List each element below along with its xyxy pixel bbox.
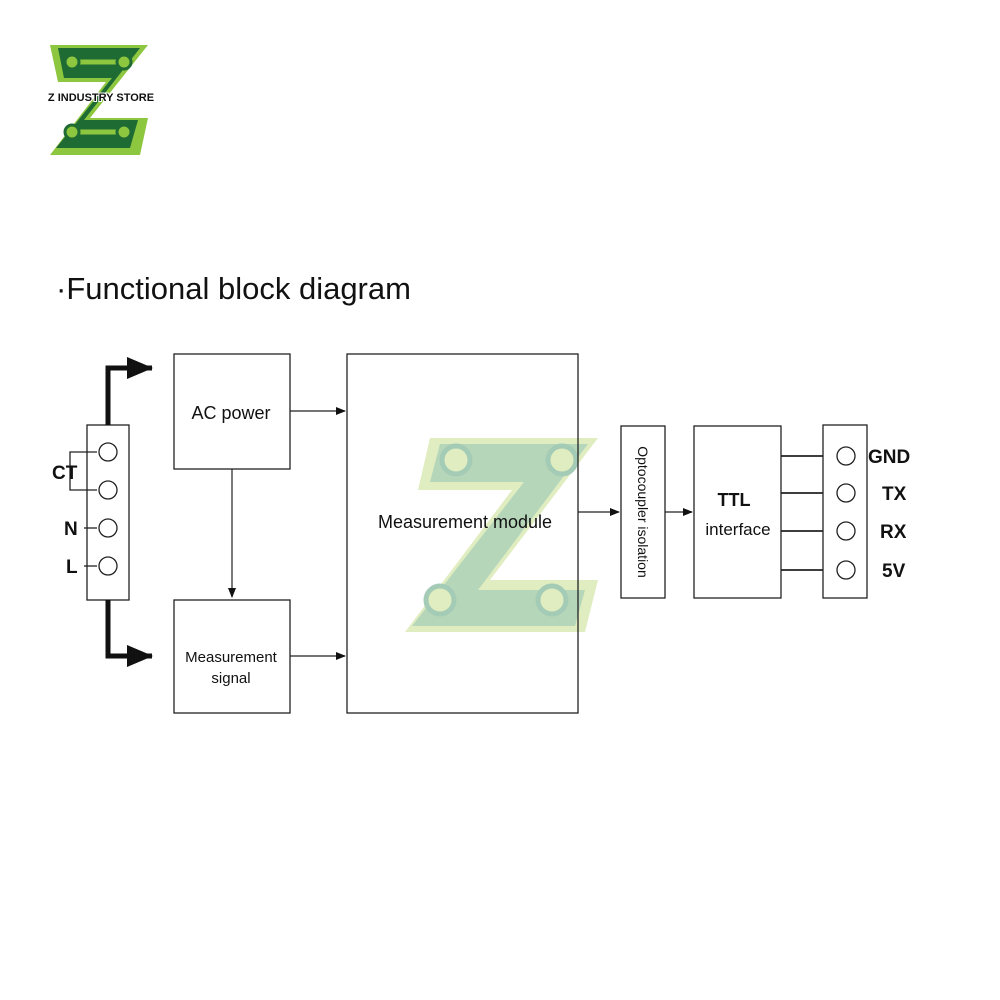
watermark-logo	[405, 438, 598, 632]
output-terminal-block: GND TX RX 5V	[822, 424, 910, 599]
ct-bracket	[69, 451, 97, 491]
terminal-screw-icon	[98, 480, 118, 500]
logo-dot-icon	[115, 53, 133, 71]
title-bullet: ·	[56, 271, 66, 306]
logo-dot-icon	[63, 123, 81, 141]
ac-power-block: AC power	[173, 353, 291, 470]
measurement-module-label: Measurement module	[378, 512, 552, 532]
ttl-interface-block: TTL interface	[693, 425, 782, 599]
ac-power-label: AC power	[191, 403, 270, 423]
optocoupler-label: Optocoupler isolation	[635, 446, 651, 578]
ttl-label-line2: interface	[705, 520, 770, 539]
logo-dot-icon	[63, 53, 81, 71]
input-terminal-block: CT N L	[52, 424, 130, 601]
measurement-signal-label-line2: signal	[211, 670, 250, 687]
terminal-screw-icon	[836, 446, 856, 466]
terminal-screw-icon	[836, 483, 856, 503]
measurement-module-block: Measurement module	[346, 353, 579, 714]
terminal-screw-icon	[98, 442, 118, 462]
logo-z-front	[56, 48, 140, 148]
output-label-5v: 5V	[882, 561, 906, 582]
title-text: Functional block diagram	[66, 271, 411, 306]
terminal-label-ct: CT	[52, 463, 78, 484]
terminal-label-l: L	[66, 557, 78, 578]
measurement-signal-block: Measurement signal	[173, 599, 291, 714]
thick-arrow-to-measurement-signal	[105, 600, 153, 667]
diagram-title: ·Functional block diagram	[56, 271, 411, 306]
output-label-rx: RX	[880, 522, 907, 543]
ttl-label-line1: TTL	[718, 490, 751, 510]
brand-logo: Z INDUSTRY STORE	[47, 45, 155, 155]
terminal-screw-icon	[836, 521, 856, 541]
optocoupler-block: Optocoupler isolation	[620, 425, 666, 599]
terminal-screw-icon	[836, 560, 856, 580]
terminal-screw-icon	[98, 556, 118, 576]
terminal-label-n: N	[64, 519, 78, 540]
logo-brand-text: Z INDUSTRY STORE	[48, 92, 154, 104]
terminal-screw-icon	[98, 518, 118, 538]
output-label-gnd: GND	[868, 447, 910, 468]
output-label-tx: TX	[882, 484, 907, 505]
thick-arrow-to-ac-power	[105, 357, 153, 425]
measurement-signal-label-line1: Measurement	[185, 649, 278, 666]
logo-dot-icon	[115, 123, 133, 141]
